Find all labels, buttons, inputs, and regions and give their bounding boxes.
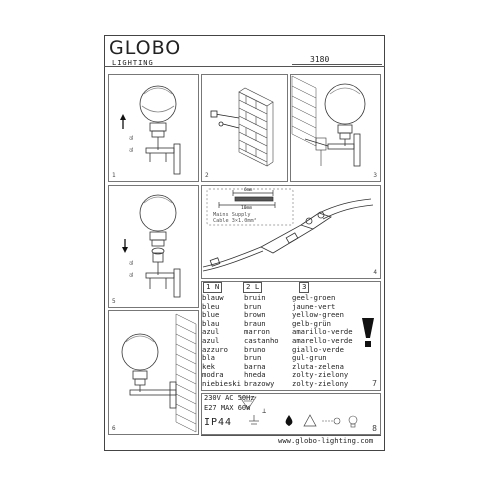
panel-2-drawing	[210, 87, 274, 167]
panel-7: 7	[201, 281, 381, 391]
gl-label-top: GL	[129, 260, 134, 265]
column-header-neutral: 1 N	[203, 282, 223, 293]
panel-6-drawing	[121, 313, 197, 433]
panel-number: 7	[372, 379, 377, 388]
brand-subtitle: LIGHTING	[112, 59, 154, 67]
bulb-spec: E27 MAX 60W	[204, 404, 251, 412]
product-number: 3180	[310, 55, 330, 64]
wire-color-cell: barna	[244, 361, 266, 371]
wire-color-cell: blau	[202, 318, 220, 328]
svg-text:⊥: ⊥	[262, 407, 266, 415]
header-underline	[292, 64, 382, 65]
wire-color-cell: gelb-grün	[292, 318, 331, 328]
globe-shade	[139, 85, 177, 123]
panel-3: 3	[290, 74, 381, 182]
gl-label-bottom: GL	[129, 272, 134, 277]
ip-rating: IP44	[204, 417, 233, 428]
gl-label-bottom: GL	[129, 147, 134, 152]
strip-length-6mm: 6mm	[244, 187, 253, 193]
wire-color-cell: zolty-zielony	[292, 379, 349, 388]
wire-color-cell: bruin	[244, 293, 266, 302]
warning-exclamation-icon	[362, 318, 374, 347]
wire-color-cell: azul	[202, 327, 220, 337]
brand-logo: GLOBO	[109, 37, 182, 59]
panel-2: 2	[201, 74, 288, 182]
column-header-live: 2 L	[243, 282, 263, 293]
panel-number: 8	[372, 424, 377, 433]
terminal-block-icon	[202, 198, 374, 272]
panel-1-drawing: GL GL	[120, 85, 181, 175]
warning-triangle-icon	[303, 414, 317, 427]
up-arrow-icon	[120, 114, 126, 129]
wire-color-cell: zolty-zielony	[292, 370, 349, 380]
wire-color-cell: brun	[244, 301, 262, 311]
wire-color-cell: azul	[202, 336, 220, 345]
panel-1: 1	[108, 74, 199, 182]
panel-5-drawing: GL GL	[122, 194, 181, 298]
wire-color-cell: castanho	[244, 336, 279, 345]
cable-note: Cable 3×1.0mm²	[213, 218, 257, 224]
panel-number: 4	[373, 269, 377, 276]
wire-color-cell: jaune-vert	[292, 301, 336, 311]
wire-color-cell: hneda	[244, 370, 266, 380]
wire-color-cell: bleu	[202, 301, 220, 311]
wire-color-cell: modra	[202, 370, 224, 380]
panel-number: 2	[205, 172, 209, 179]
panel-5: 5	[108, 185, 199, 308]
wire-color-cell: bruno	[244, 344, 266, 354]
instruction-sheet	[104, 35, 385, 451]
globe-shade	[121, 333, 159, 371]
spec-icons: ⊥	[239, 396, 358, 428]
lamp-distance-icon	[322, 417, 341, 425]
wire-color-cell: brun	[244, 353, 262, 363]
panel-8: 8	[201, 393, 381, 435]
panel-number: 3	[373, 172, 377, 179]
voltage-spec: 230V AC 50Hz	[204, 394, 255, 402]
wire-color-cell: azzuro	[202, 344, 228, 354]
panel-number: 6	[112, 425, 116, 432]
globe-shade	[324, 83, 366, 125]
panel-4: 4	[201, 185, 381, 279]
down-arrow-icon	[122, 239, 128, 253]
wire-color-cell: bla	[202, 353, 215, 363]
wire-color-cell: kek	[202, 361, 215, 371]
water-drop-icon	[285, 415, 293, 426]
panel-4-drawing: 6mm 10mm Mains Supply Cable 3×1.0mm²	[202, 187, 374, 272]
bulb-cone-icon	[239, 396, 257, 410]
footer-divider	[201, 435, 381, 436]
wire-color-cell: giallo-verde	[292, 344, 344, 354]
panel-3-drawing	[291, 75, 366, 167]
wire-color-cell: brazowy	[244, 379, 275, 388]
wire-color-cell: geel-groen	[292, 293, 336, 302]
panel-number: 5	[112, 298, 116, 305]
bulb-icon	[348, 415, 358, 428]
wire-color-cell: gul-grun	[292, 353, 327, 363]
panel-number: 1	[112, 172, 116, 179]
mains-supply-note: Mains Supply	[213, 212, 250, 218]
screw-icon	[210, 110, 240, 129]
ground-symbol-icon	[249, 415, 259, 425]
wire-color-cell: zluta-zelena	[292, 361, 344, 371]
column-header-earth: 3	[299, 282, 310, 293]
website-url: www.globo-lighting.com	[278, 436, 374, 445]
wire-color-cell: amarello-verde	[292, 336, 353, 345]
gl-label-top: GL	[129, 135, 134, 140]
wire-color-cell: blauw	[202, 293, 224, 302]
strip-length-10mm: 10mm	[241, 205, 252, 211]
wire-color-cell: amarillo-verde	[292, 327, 353, 337]
header-divider	[104, 66, 385, 67]
wire-color-cell: niebieski	[202, 379, 241, 388]
class-ii-icon: ⊥	[262, 407, 266, 415]
globe-shade	[139, 194, 177, 232]
panel-6: 6	[108, 310, 199, 435]
wire-color-cell: blue	[202, 310, 220, 320]
wire-color-cell: marron	[244, 327, 270, 337]
wire-color-cell: braun	[244, 318, 266, 328]
wire-color-cell: yellow-green	[292, 310, 344, 320]
wire-color-cell: brown	[244, 310, 266, 320]
